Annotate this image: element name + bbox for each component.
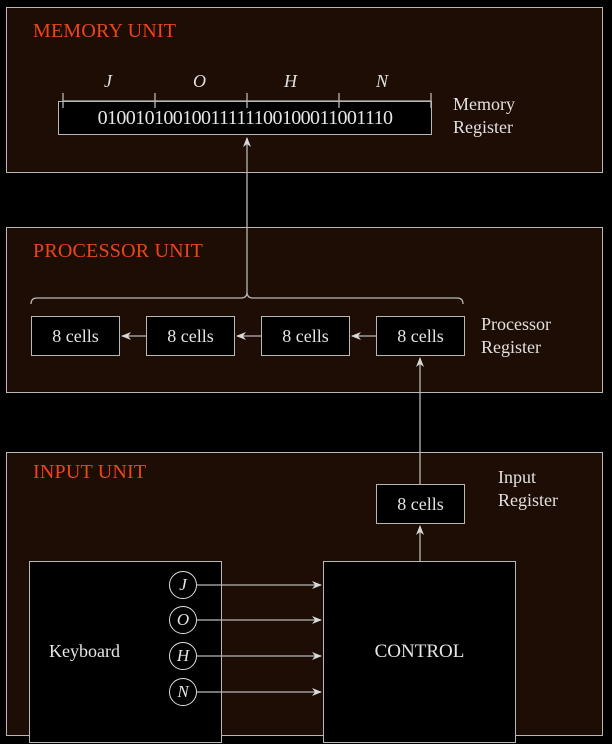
input-register-cell: 8 cells [376,484,465,524]
input-unit-title: INPUT UNIT [33,461,147,483]
memory-unit-title: MEMORY UNIT [33,20,177,42]
memory-unit-panel: MEMORY UNIT [6,7,603,173]
input-register-label: Input Register [498,467,558,510]
memory-letter-h: H [284,71,297,91]
key-h: H [169,642,197,670]
processor-register-label: Processor Register [481,314,551,357]
processor-cell-1: 8 cells [31,316,120,356]
key-n: N [169,678,197,706]
memory-letter-n: N [376,71,389,91]
memory-letter-j: J [104,71,112,91]
control-unit: CONTROL [323,561,516,743]
processor-cell-3: 8 cells [261,316,350,356]
processor-cell-2: 8 cells [146,316,235,356]
processor-unit-panel: PROCESSOR UNIT [6,227,603,393]
key-o: O [169,606,197,634]
keyboard-label: Keyboard [49,640,120,661]
processor-unit-title: PROCESSOR UNIT [33,240,204,262]
key-j: J [169,571,197,599]
processor-cell-4: 8 cells [376,316,465,356]
memory-register-value: 01001010010011111100100011001110 [97,106,393,129]
processor-brace [30,291,464,305]
memory-register: 01001010010011111100100011001110 [58,101,432,135]
memory-letter-o: O [193,71,206,91]
memory-register-label: Memory Register [453,94,515,137]
